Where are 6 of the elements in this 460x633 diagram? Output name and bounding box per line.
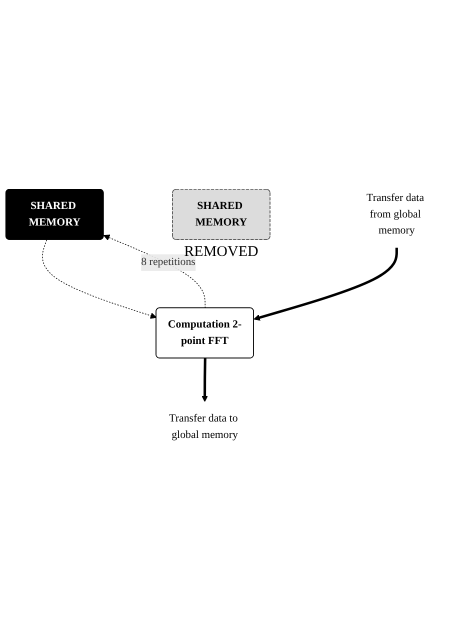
arrow [254,248,398,321]
arrow [103,234,206,308]
node-text: Transfer data to global memory [169,412,238,441]
arrow [202,358,208,402]
node-text: Transfer data from global memory [366,192,424,236]
arrow [42,240,157,319]
